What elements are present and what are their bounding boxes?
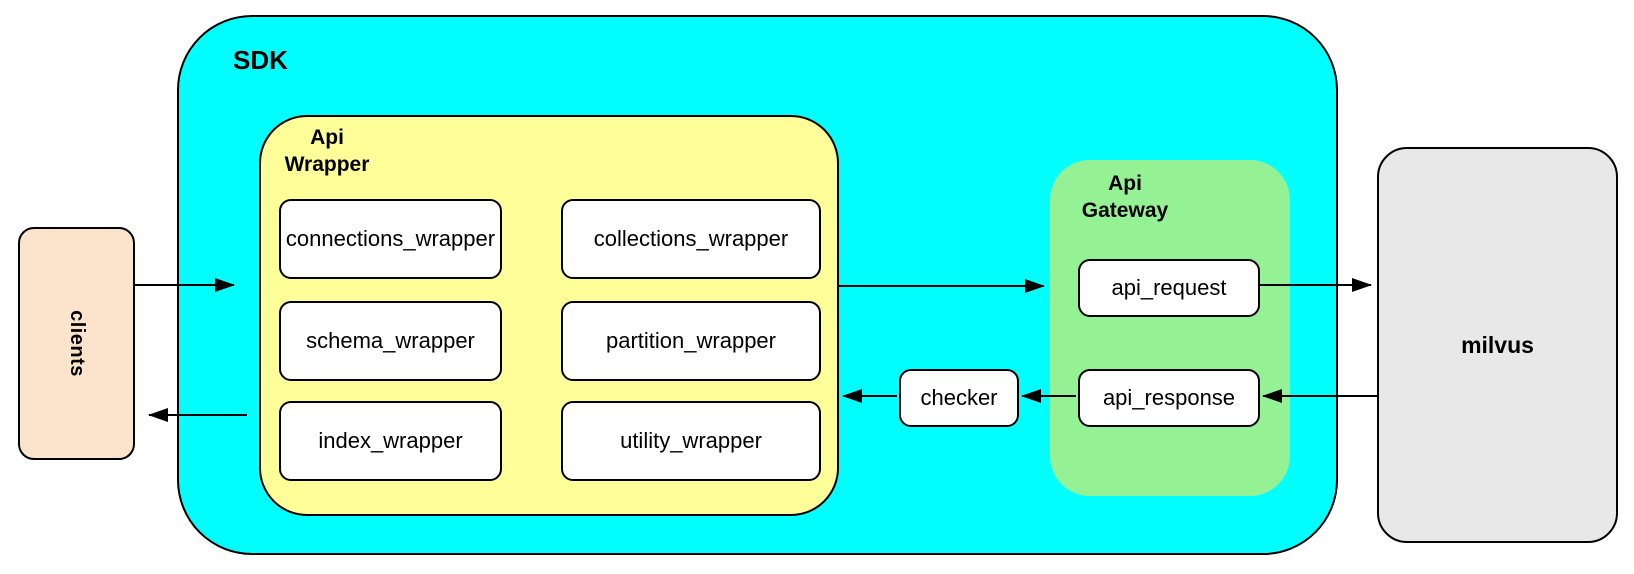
schema-wrapper-node: schema_wrapper (279, 301, 502, 381)
collections-wrapper-label: collections_wrapper (593, 226, 789, 251)
api-wrapper-label-line2: Wrapper (284, 153, 370, 176)
api-gateway-label-line2: Gateway (1081, 199, 1169, 222)
index-wrapper-label: index_wrapper (318, 428, 463, 453)
api-gateway-label: Api Gateway (1050, 170, 1200, 224)
api-wrapper-container: Api Wrapper connections_wrapper collecti… (259, 115, 839, 516)
api-gateway-label-line1: Api (1108, 172, 1142, 195)
api-response-node: api_response (1078, 369, 1260, 427)
utility-wrapper-node: utility_wrapper (561, 401, 821, 481)
api-wrapper-label-line1: Api (310, 126, 344, 149)
index-wrapper-node: index_wrapper (279, 401, 502, 481)
api-request-label: api_request (1111, 275, 1227, 300)
utility-wrapper-label: utility_wrapper (620, 428, 762, 453)
milvus-node: milvus (1377, 147, 1618, 543)
checker-label: checker (920, 385, 998, 410)
sdk-container: SDK Api Wrapper connections_wrapper coll… (177, 15, 1338, 555)
api-request-node: api_request (1078, 259, 1260, 317)
collections-wrapper-node: collections_wrapper (561, 199, 821, 279)
schema-wrapper-label: schema_wrapper (306, 328, 475, 353)
checker-node: checker (899, 369, 1019, 427)
connections-wrapper-node: connections_wrapper (279, 199, 502, 279)
partition-wrapper-label: partition_wrapper (606, 328, 776, 353)
milvus-label: milvus (1461, 331, 1534, 358)
connections-wrapper-label: connections_wrapper (285, 226, 496, 251)
api-wrapper-label: Api Wrapper (261, 124, 393, 178)
clients-label: clients (65, 310, 88, 377)
api-response-label: api_response (1102, 385, 1236, 410)
sdk-label: SDK (233, 45, 288, 75)
partition-wrapper-node: partition_wrapper (561, 301, 821, 381)
api-gateway-container: Api Gateway api_request api_response (1050, 160, 1290, 496)
clients-node: clients (18, 227, 135, 460)
